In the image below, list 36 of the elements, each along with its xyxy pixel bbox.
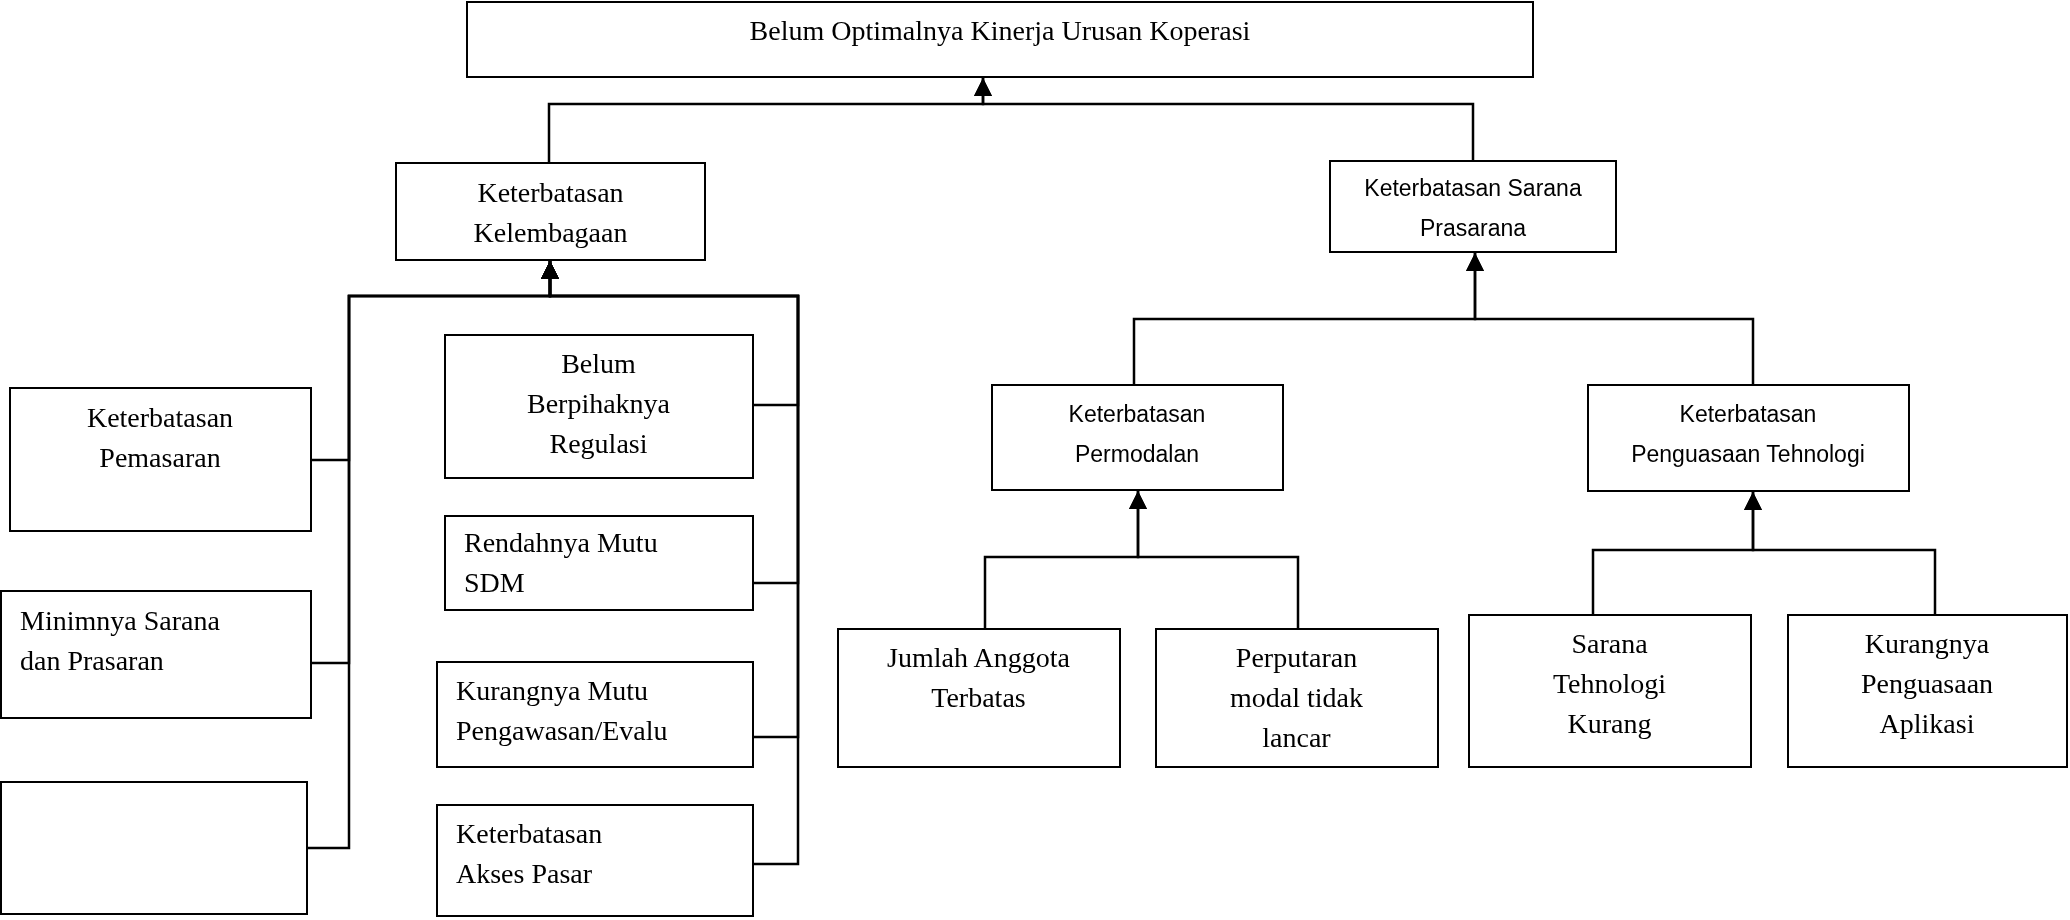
cause-box: [466, 1, 1534, 78]
cause-box: [1587, 384, 1910, 492]
cause-box: [9, 387, 312, 532]
box-text: Keterbatasan Permodalan: [1067, 400, 1207, 469]
box-text: Keterbatasan Penguasaan Tehnologi: [1630, 400, 1866, 469]
box-text: Keterbatasan Pemasaran: [85, 401, 235, 475]
cause-box: [395, 162, 706, 261]
cause-box: [991, 384, 1284, 491]
box-text: Kurangnya Mutu Pengawasan/Evalu: [455, 674, 669, 748]
arrow: [1744, 492, 1937, 614]
cause-box: [436, 804, 754, 917]
cause-box: [1155, 628, 1439, 768]
box-text: Keterbatasan Akses Pasar: [455, 817, 604, 891]
arrow: [1466, 253, 1755, 384]
cause-box: [1468, 614, 1752, 768]
empty-box: [0, 781, 308, 915]
cause-box: [0, 590, 312, 719]
arrow: [1129, 491, 1300, 628]
cause-box: [1787, 614, 2068, 768]
box-text: Rendahnya Mutu SDM: [463, 526, 659, 600]
cause-box: [444, 515, 754, 611]
arrow: [541, 261, 800, 866]
box-text: Keterbatasan Kelembagaan: [472, 176, 629, 250]
box-text: Kurangnya Penguasaan Aplikasi: [1859, 627, 1995, 741]
box-text: Belum Optimalnya Kinerja Urusan Koperasi: [748, 14, 1252, 48]
cause-box: [444, 334, 754, 479]
cause-box: [1329, 160, 1617, 253]
box-text: Perputaran modal tidak lancar: [1229, 641, 1364, 755]
arrow: [974, 78, 1475, 160]
cause-box: [436, 661, 754, 768]
cause-box: [837, 628, 1121, 768]
box-text: Jumlah Anggota Terbatas: [886, 641, 1071, 715]
box-text: Belum Berpihaknya Regulasi: [525, 347, 672, 461]
box-text: Minimnya Sarana dan Prasaran: [19, 604, 221, 678]
box-text: Keterbatasan Sarana Prasarana: [1363, 174, 1583, 243]
box-text: Sarana Tehnologi Kurang: [1551, 627, 1668, 741]
